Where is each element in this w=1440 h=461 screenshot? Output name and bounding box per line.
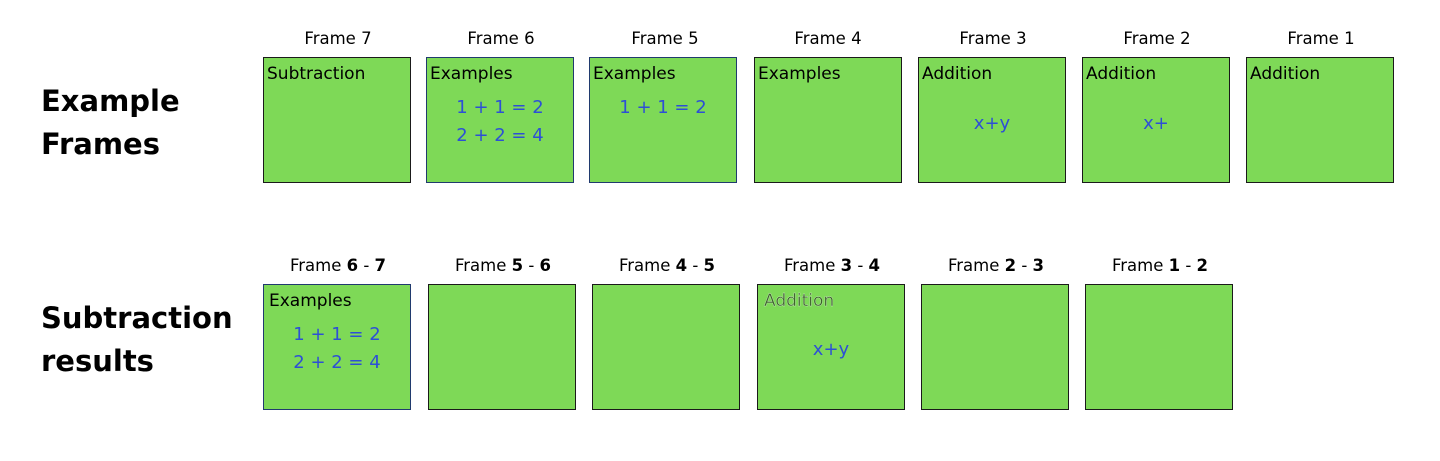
frame-body: 1 + 1 = 2: [590, 94, 736, 122]
label-b: 6: [539, 256, 552, 275]
frame-label: Frame 2: [1123, 29, 1191, 48]
label-a: 3: [840, 256, 853, 275]
label-sep: -: [687, 256, 704, 275]
frame-body: 1 + 1 = 2 2 + 2 = 4: [264, 321, 410, 377]
label-sep: -: [1180, 256, 1197, 275]
label-prefix: Frame: [289, 256, 347, 275]
label-prefix: Frame: [454, 256, 512, 275]
frame-title: Addition: [764, 291, 835, 311]
label-b: 4: [868, 256, 881, 275]
expression-line: x+y: [812, 339, 850, 360]
frame-body: x+: [1083, 110, 1229, 138]
label-a: 4: [675, 256, 688, 275]
frame-box-6: Examples 1 + 1 = 2 2 + 2 = 4: [426, 57, 574, 183]
label-a: 2: [1004, 256, 1017, 275]
row-title-line2: Frames: [41, 127, 160, 161]
row-title-line1: Subtraction: [41, 301, 233, 335]
frame-label: Frame 6: [467, 29, 535, 48]
frame-title: Addition: [1086, 64, 1157, 84]
row-title-line2: results: [41, 344, 154, 378]
diff-box-6-7: Examples 1 + 1 = 2 2 + 2 = 4: [263, 284, 411, 410]
label-sep: -: [523, 256, 540, 275]
frame-box-4: Examples: [754, 57, 902, 183]
equation-line: 1 + 1 = 2: [619, 97, 707, 118]
equation-line: 1 + 1 = 2: [456, 97, 544, 118]
label-b: 3: [1032, 256, 1045, 275]
frame-diff-label: Frame 5 - 6: [428, 256, 578, 276]
frame-box-5: Examples 1 + 1 = 2: [589, 57, 737, 183]
frame-title: Examples: [593, 64, 676, 84]
frame-diff-label: Frame 2 - 3: [921, 256, 1071, 276]
diff-box-3-4: Addition x+y: [757, 284, 905, 410]
frame-body: x+y: [919, 110, 1065, 138]
expression-line: x+: [1143, 113, 1169, 134]
diff-box-5-6: [428, 284, 576, 410]
label-prefix: Frame: [947, 256, 1005, 275]
frame-diff-label: Frame 3 - 4: [757, 256, 907, 276]
diff-box-1-2: [1085, 284, 1233, 410]
frame-diff-label: Frame 1 - 2: [1085, 256, 1235, 276]
equation-line: 2 + 2 = 4: [293, 352, 381, 373]
label-b: 5: [703, 256, 716, 275]
label-sep: -: [358, 256, 375, 275]
frame-label: Frame 4: [794, 29, 862, 48]
frame-title: Examples: [430, 64, 513, 84]
frame-label: Frame 7: [304, 29, 372, 48]
frame-box-1: Addition: [1246, 57, 1394, 183]
label-a: 1: [1168, 256, 1181, 275]
frame-body: x+y: [758, 336, 904, 364]
frame-title: Examples: [758, 64, 841, 84]
frame-title: Subtraction: [267, 64, 366, 84]
label-b: 2: [1196, 256, 1209, 275]
diff-box-4-5: [592, 284, 740, 410]
label-sep: -: [852, 256, 869, 275]
label-a: 5: [511, 256, 524, 275]
label-b: 7: [374, 256, 387, 275]
frame-label: Frame 1: [1287, 29, 1355, 48]
frame-box-2: Addition x+: [1082, 57, 1230, 183]
frame-box-7: Subtraction: [263, 57, 411, 183]
label-a: 6: [346, 256, 359, 275]
frame-diff-label: Frame 4 - 5: [592, 256, 742, 276]
label-prefix: Frame: [1111, 256, 1169, 275]
frame-title: Examples: [269, 291, 352, 311]
expression-line: x+y: [973, 113, 1011, 134]
row-title-subtraction-results: Subtraction results: [41, 297, 233, 383]
frame-box-3: Addition x+y: [918, 57, 1066, 183]
frame-label: Frame 3: [959, 29, 1027, 48]
label-sep: -: [1016, 256, 1033, 275]
row-title-example-frames: Example Frames: [41, 80, 180, 166]
diff-box-2-3: [921, 284, 1069, 410]
equation-line: 2 + 2 = 4: [456, 125, 544, 146]
frame-label: Frame 5: [631, 29, 699, 48]
frame-diff-label: Frame 6 - 7: [263, 256, 413, 276]
label-prefix: Frame: [618, 256, 676, 275]
frame-title: Addition: [1250, 64, 1321, 84]
frame-title: Addition: [922, 64, 993, 84]
equation-line: 1 + 1 = 2: [293, 324, 381, 345]
frame-body: 1 + 1 = 2 2 + 2 = 4: [427, 94, 573, 150]
label-prefix: Frame: [783, 256, 841, 275]
row-title-line1: Example: [41, 84, 180, 118]
